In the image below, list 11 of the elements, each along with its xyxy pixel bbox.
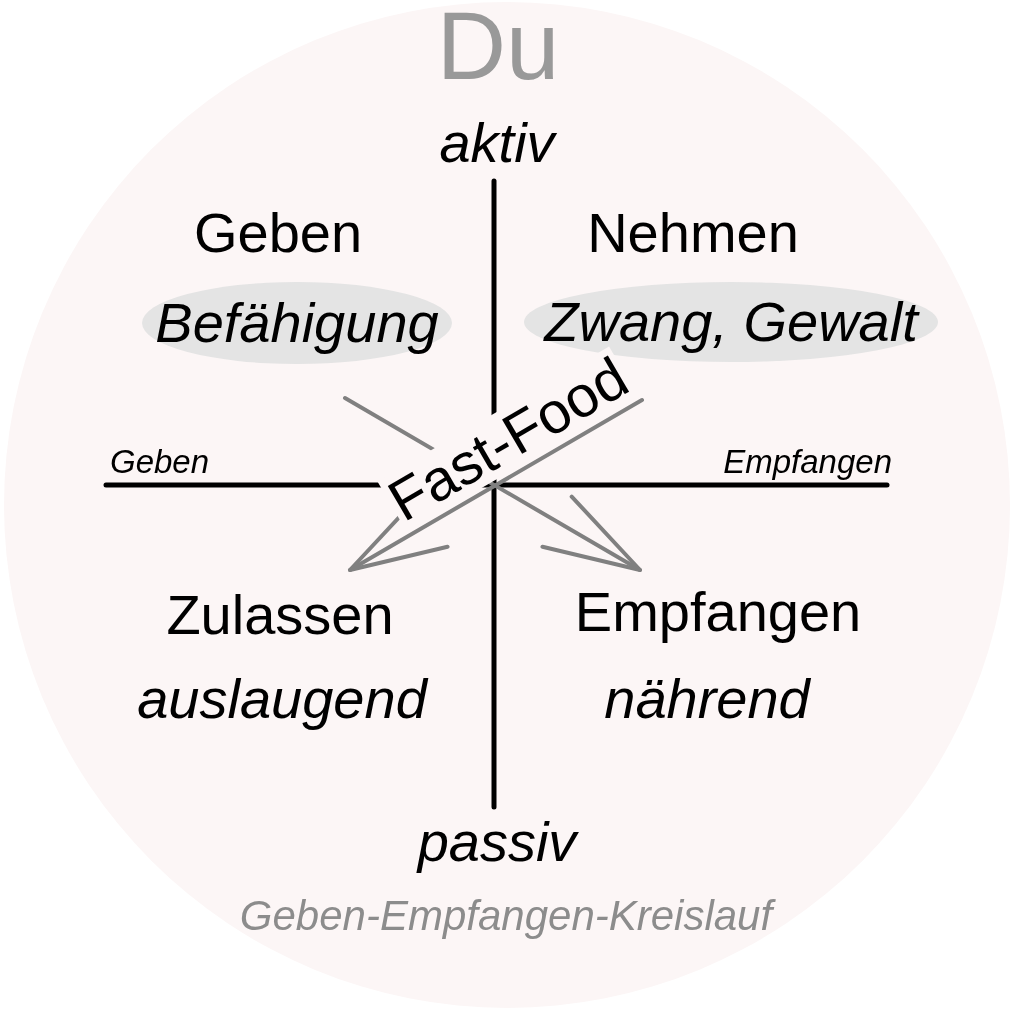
quadrant-subtitle: nährend xyxy=(604,666,810,732)
diagram-title: Du xyxy=(436,0,560,101)
quadrant-heading: Nehmen xyxy=(587,200,799,266)
axis-label: Empfangen xyxy=(723,443,892,481)
quadrant-subtitle: auslaugend xyxy=(137,666,427,732)
axis-label: passiv xyxy=(417,809,577,875)
axis-label: aktiv xyxy=(439,110,555,176)
quadrant-heading: Empfangen xyxy=(574,579,862,645)
quadrant-heading: Geben xyxy=(193,200,363,266)
axis-label: Geben xyxy=(110,443,210,481)
quadrant-heading: Zulassen xyxy=(166,582,394,648)
